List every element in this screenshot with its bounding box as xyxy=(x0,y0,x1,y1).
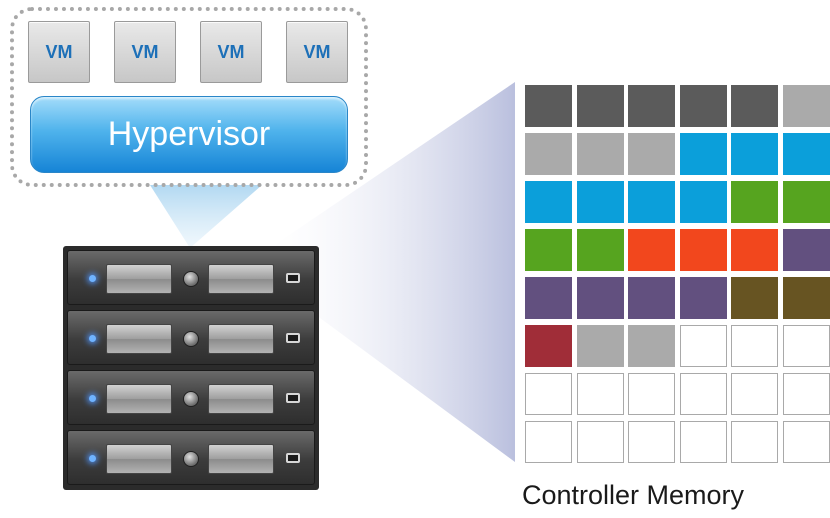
memory-cell-orange xyxy=(731,229,778,271)
memory-cell-light-gray xyxy=(525,133,572,175)
memory-cell-empty xyxy=(782,373,830,415)
vm-label: VM xyxy=(45,41,73,62)
memory-cell-green xyxy=(782,181,830,223)
server-unit xyxy=(67,310,315,365)
vm-host-group: VM VM VM VM Hypervisor xyxy=(10,7,368,187)
power-led-icon xyxy=(89,275,96,282)
memory-cell-empty xyxy=(679,325,727,367)
memory-cell-dark-gray xyxy=(731,85,778,127)
vm-label: VM xyxy=(217,41,245,62)
memory-cell-blue xyxy=(628,181,675,223)
memory-cell-blue xyxy=(679,181,727,223)
port-icon xyxy=(286,273,300,283)
memory-cell-empty xyxy=(679,421,727,463)
drive-bay xyxy=(208,324,274,354)
memory-cell-purple xyxy=(628,277,675,319)
memory-cell-empty xyxy=(731,325,778,367)
server-unit xyxy=(67,370,315,425)
vm-box[interactable]: VM xyxy=(286,21,348,83)
memory-cell-empty xyxy=(782,421,830,463)
drive-bay xyxy=(106,324,172,354)
port-icon xyxy=(286,333,300,343)
port-icon xyxy=(286,393,300,403)
memory-cell-empty xyxy=(628,373,675,415)
server-unit xyxy=(67,250,315,305)
memory-cell-empty xyxy=(576,373,624,415)
hypervisor-bar[interactable]: Hypervisor xyxy=(30,96,348,173)
memory-cell-blue xyxy=(576,181,624,223)
memory-cell-empty xyxy=(731,373,778,415)
memory-cell-green xyxy=(525,229,572,271)
drive-bay xyxy=(106,444,172,474)
memory-cell-purple xyxy=(782,229,830,271)
power-button-icon xyxy=(183,331,199,347)
drive-bay xyxy=(208,444,274,474)
server-to-hypervisor-beam xyxy=(150,185,262,248)
vm-box[interactable]: VM xyxy=(200,21,262,83)
memory-cell-empty xyxy=(576,421,624,463)
vm-box[interactable]: VM xyxy=(114,21,176,83)
memory-cell-light-gray xyxy=(782,85,830,127)
memory-cell-blue xyxy=(525,181,572,223)
memory-cell-purple xyxy=(576,277,624,319)
server-unit xyxy=(67,430,315,485)
memory-cell-empty xyxy=(731,421,778,463)
memory-cell-empty xyxy=(782,325,830,367)
memory-cell-red xyxy=(525,325,572,367)
power-led-icon xyxy=(89,455,96,462)
memory-cell-empty xyxy=(525,373,572,415)
memory-caption: Controller Memory xyxy=(522,480,745,510)
memory-cell-blue xyxy=(731,133,778,175)
memory-cell-empty xyxy=(525,421,572,463)
power-led-icon xyxy=(89,335,96,342)
port-icon xyxy=(286,453,300,463)
memory-cell-light-gray xyxy=(628,325,675,367)
controller-memory-grid xyxy=(525,85,830,463)
memory-cell-light-gray xyxy=(576,325,624,367)
vm-box[interactable]: VM xyxy=(28,21,90,83)
memory-cell-dark-gray xyxy=(679,85,727,127)
memory-cell-green xyxy=(731,181,778,223)
memory-cell-olive xyxy=(731,277,778,319)
power-button-icon xyxy=(183,391,199,407)
memory-cell-orange xyxy=(628,229,675,271)
memory-cell-dark-gray xyxy=(628,85,675,127)
memory-cell-blue xyxy=(679,133,727,175)
drive-bay xyxy=(106,384,172,414)
memory-cell-olive xyxy=(782,277,830,319)
vm-label: VM xyxy=(303,41,331,62)
memory-cell-dark-gray xyxy=(576,85,624,127)
power-button-icon xyxy=(183,451,199,467)
memory-cell-orange xyxy=(679,229,727,271)
memory-cell-light-gray xyxy=(576,133,624,175)
memory-cell-purple xyxy=(525,277,572,319)
memory-cell-dark-gray xyxy=(525,85,572,127)
drive-bay xyxy=(208,384,274,414)
server-rack xyxy=(63,246,319,490)
memory-cell-green xyxy=(576,229,624,271)
drive-bay xyxy=(208,264,274,294)
memory-cell-empty xyxy=(679,373,727,415)
memory-cell-purple xyxy=(679,277,727,319)
power-button-icon xyxy=(183,271,199,287)
hypervisor-label: Hypervisor xyxy=(107,115,271,153)
drive-bay xyxy=(106,264,172,294)
memory-cell-blue xyxy=(782,133,830,175)
memory-cell-empty xyxy=(628,421,675,463)
memory-cell-light-gray xyxy=(628,133,675,175)
power-led-icon xyxy=(89,395,96,402)
vm-label: VM xyxy=(131,41,159,62)
server-to-memory-beam xyxy=(270,82,515,462)
